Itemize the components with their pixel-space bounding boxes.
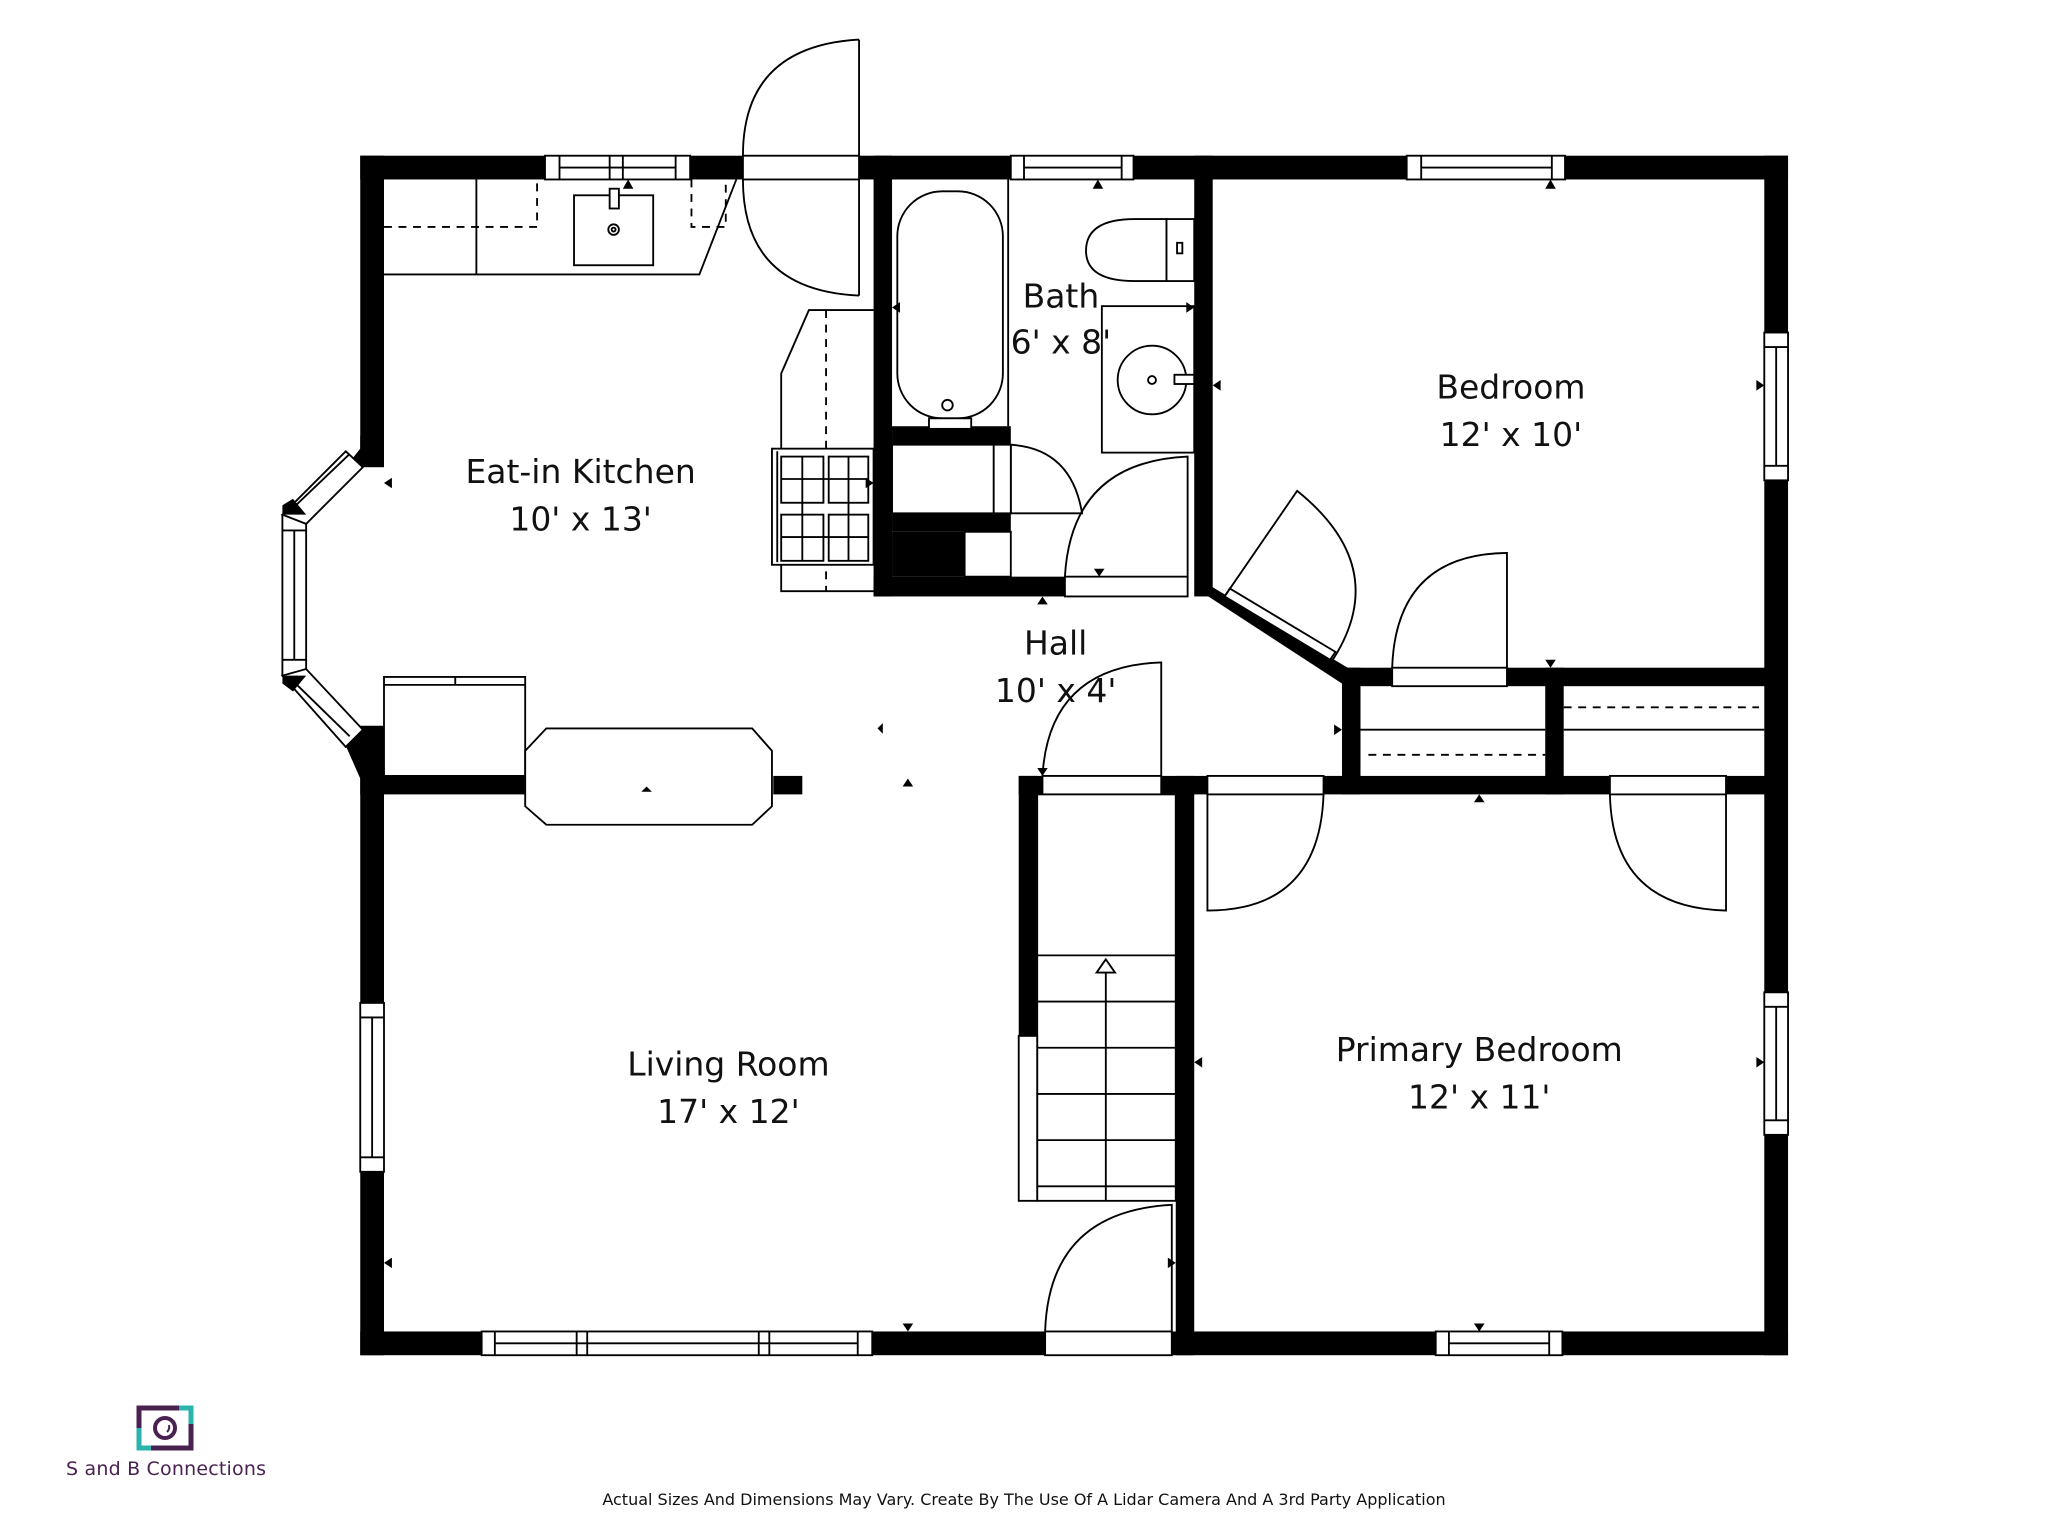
- room-name: Bath: [1023, 276, 1100, 315]
- doors: [742, 38, 1727, 1357]
- stairs: [1017, 793, 1177, 1202]
- closet-shelves: [1360, 706, 1765, 756]
- room-dimensions: 10' x 4': [995, 671, 1117, 710]
- windows: [359, 154, 1789, 1357]
- room-name: Bedroom: [1436, 368, 1585, 407]
- interior-walls: [360, 155, 1778, 1356]
- room-dimensions: 17' x 12': [657, 1092, 800, 1131]
- company-name: S and B Connections: [66, 1458, 267, 1480]
- room-dimensions: 12' x 11': [1408, 1077, 1551, 1116]
- room-dimensions: 10' x 13': [509, 499, 652, 538]
- bay-window: [280, 450, 365, 749]
- room-name: Primary Bedroom: [1336, 1030, 1623, 1069]
- kitchen-island-icon: [524, 727, 773, 826]
- bath-fixtures: [891, 179, 1196, 578]
- room-label-primary-bedroom: Primary Bedroom 12' x 11': [1336, 1030, 1623, 1117]
- room-label-kitchen: Eat-in Kitchen 10' x 13': [465, 452, 695, 539]
- room-label-bath: Bath 6' x 8': [1011, 276, 1112, 361]
- room-label-living: Living Room 17' x 12': [627, 1044, 829, 1131]
- room-label-hall: Hall 10' x 4': [995, 624, 1117, 711]
- room-dimensions: 12' x 10': [1440, 415, 1583, 454]
- camera-markers: [384, 179, 1765, 1332]
- camera-frame-icon: [136, 1405, 194, 1451]
- footer-disclaimer: Actual Sizes And Dimensions May Vary. Cr…: [602, 1490, 1446, 1509]
- room-name: Hall: [1024, 624, 1087, 663]
- bathtub-icon: [896, 190, 1004, 420]
- toilet-icon: [1085, 218, 1168, 282]
- room-name: Living Room: [627, 1044, 829, 1083]
- room-label-bedroom: Bedroom 12' x 10': [1436, 368, 1585, 455]
- kitchen-fixtures: [383, 179, 875, 826]
- stairs-up-arrow-icon: [1094, 957, 1117, 974]
- room-dimensions: 6' x 8': [1011, 323, 1112, 362]
- room-name: Eat-in Kitchen: [465, 452, 695, 491]
